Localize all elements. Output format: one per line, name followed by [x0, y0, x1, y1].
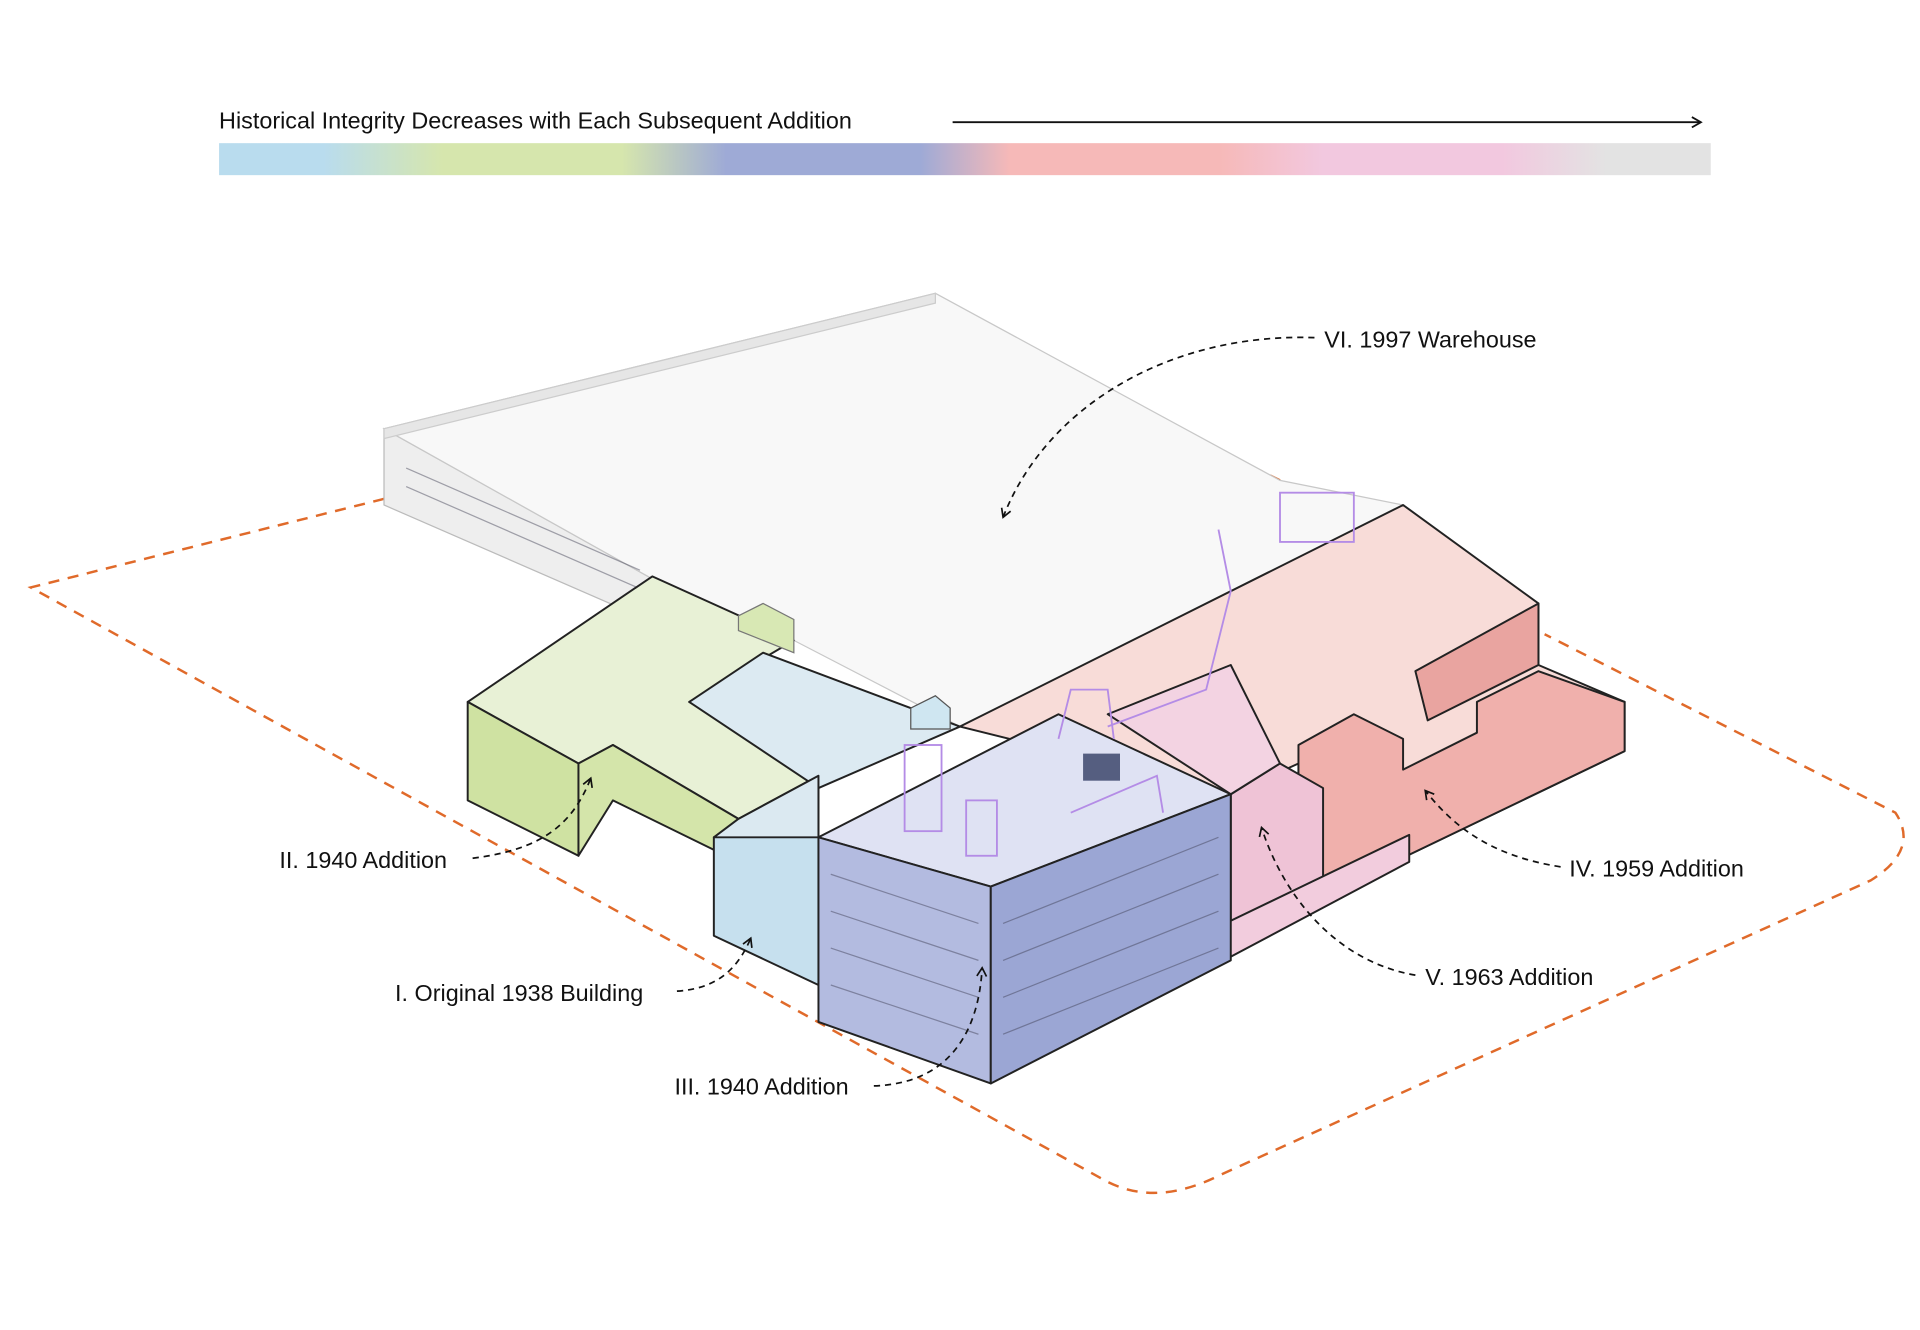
integrity-gradient-bar: [219, 143, 1711, 176]
addition-1959-label: IV. 1959 Addition: [1569, 856, 1744, 882]
label-original-1938: I. Original 1938 Building: [395, 936, 753, 1006]
addition-1963: [1106, 664, 1411, 968]
original-1938-building: [688, 651, 961, 986]
warehouse-label: VI. 1997 Warehouse: [1324, 326, 1536, 352]
label-addition-1959: IV. 1959 Addition: [1424, 789, 1744, 882]
addition-1940-iii: [817, 491, 1355, 1085]
original-1938-label: I. Original 1938 Building: [395, 980, 643, 1006]
addition-1940-iii-label: III. 1940 Addition: [674, 1074, 848, 1100]
label-addition-1940-ii: II. 1940 Addition: [279, 776, 593, 873]
addition-1940-ii-label: II. 1940 Addition: [279, 847, 447, 873]
label-addition-1963: V. 1963 Addition: [1258, 825, 1593, 990]
label-addition-1940-iii: III. 1940 Addition: [674, 966, 988, 1100]
label-warehouse-1997: VI. 1997 Warehouse: [1000, 326, 1537, 519]
addition-1963-label: V. 1963 Addition: [1425, 964, 1593, 990]
integrity-title: Historical Integrity Decreases with Each…: [219, 107, 852, 133]
addition-1940-ii: [466, 575, 820, 863]
